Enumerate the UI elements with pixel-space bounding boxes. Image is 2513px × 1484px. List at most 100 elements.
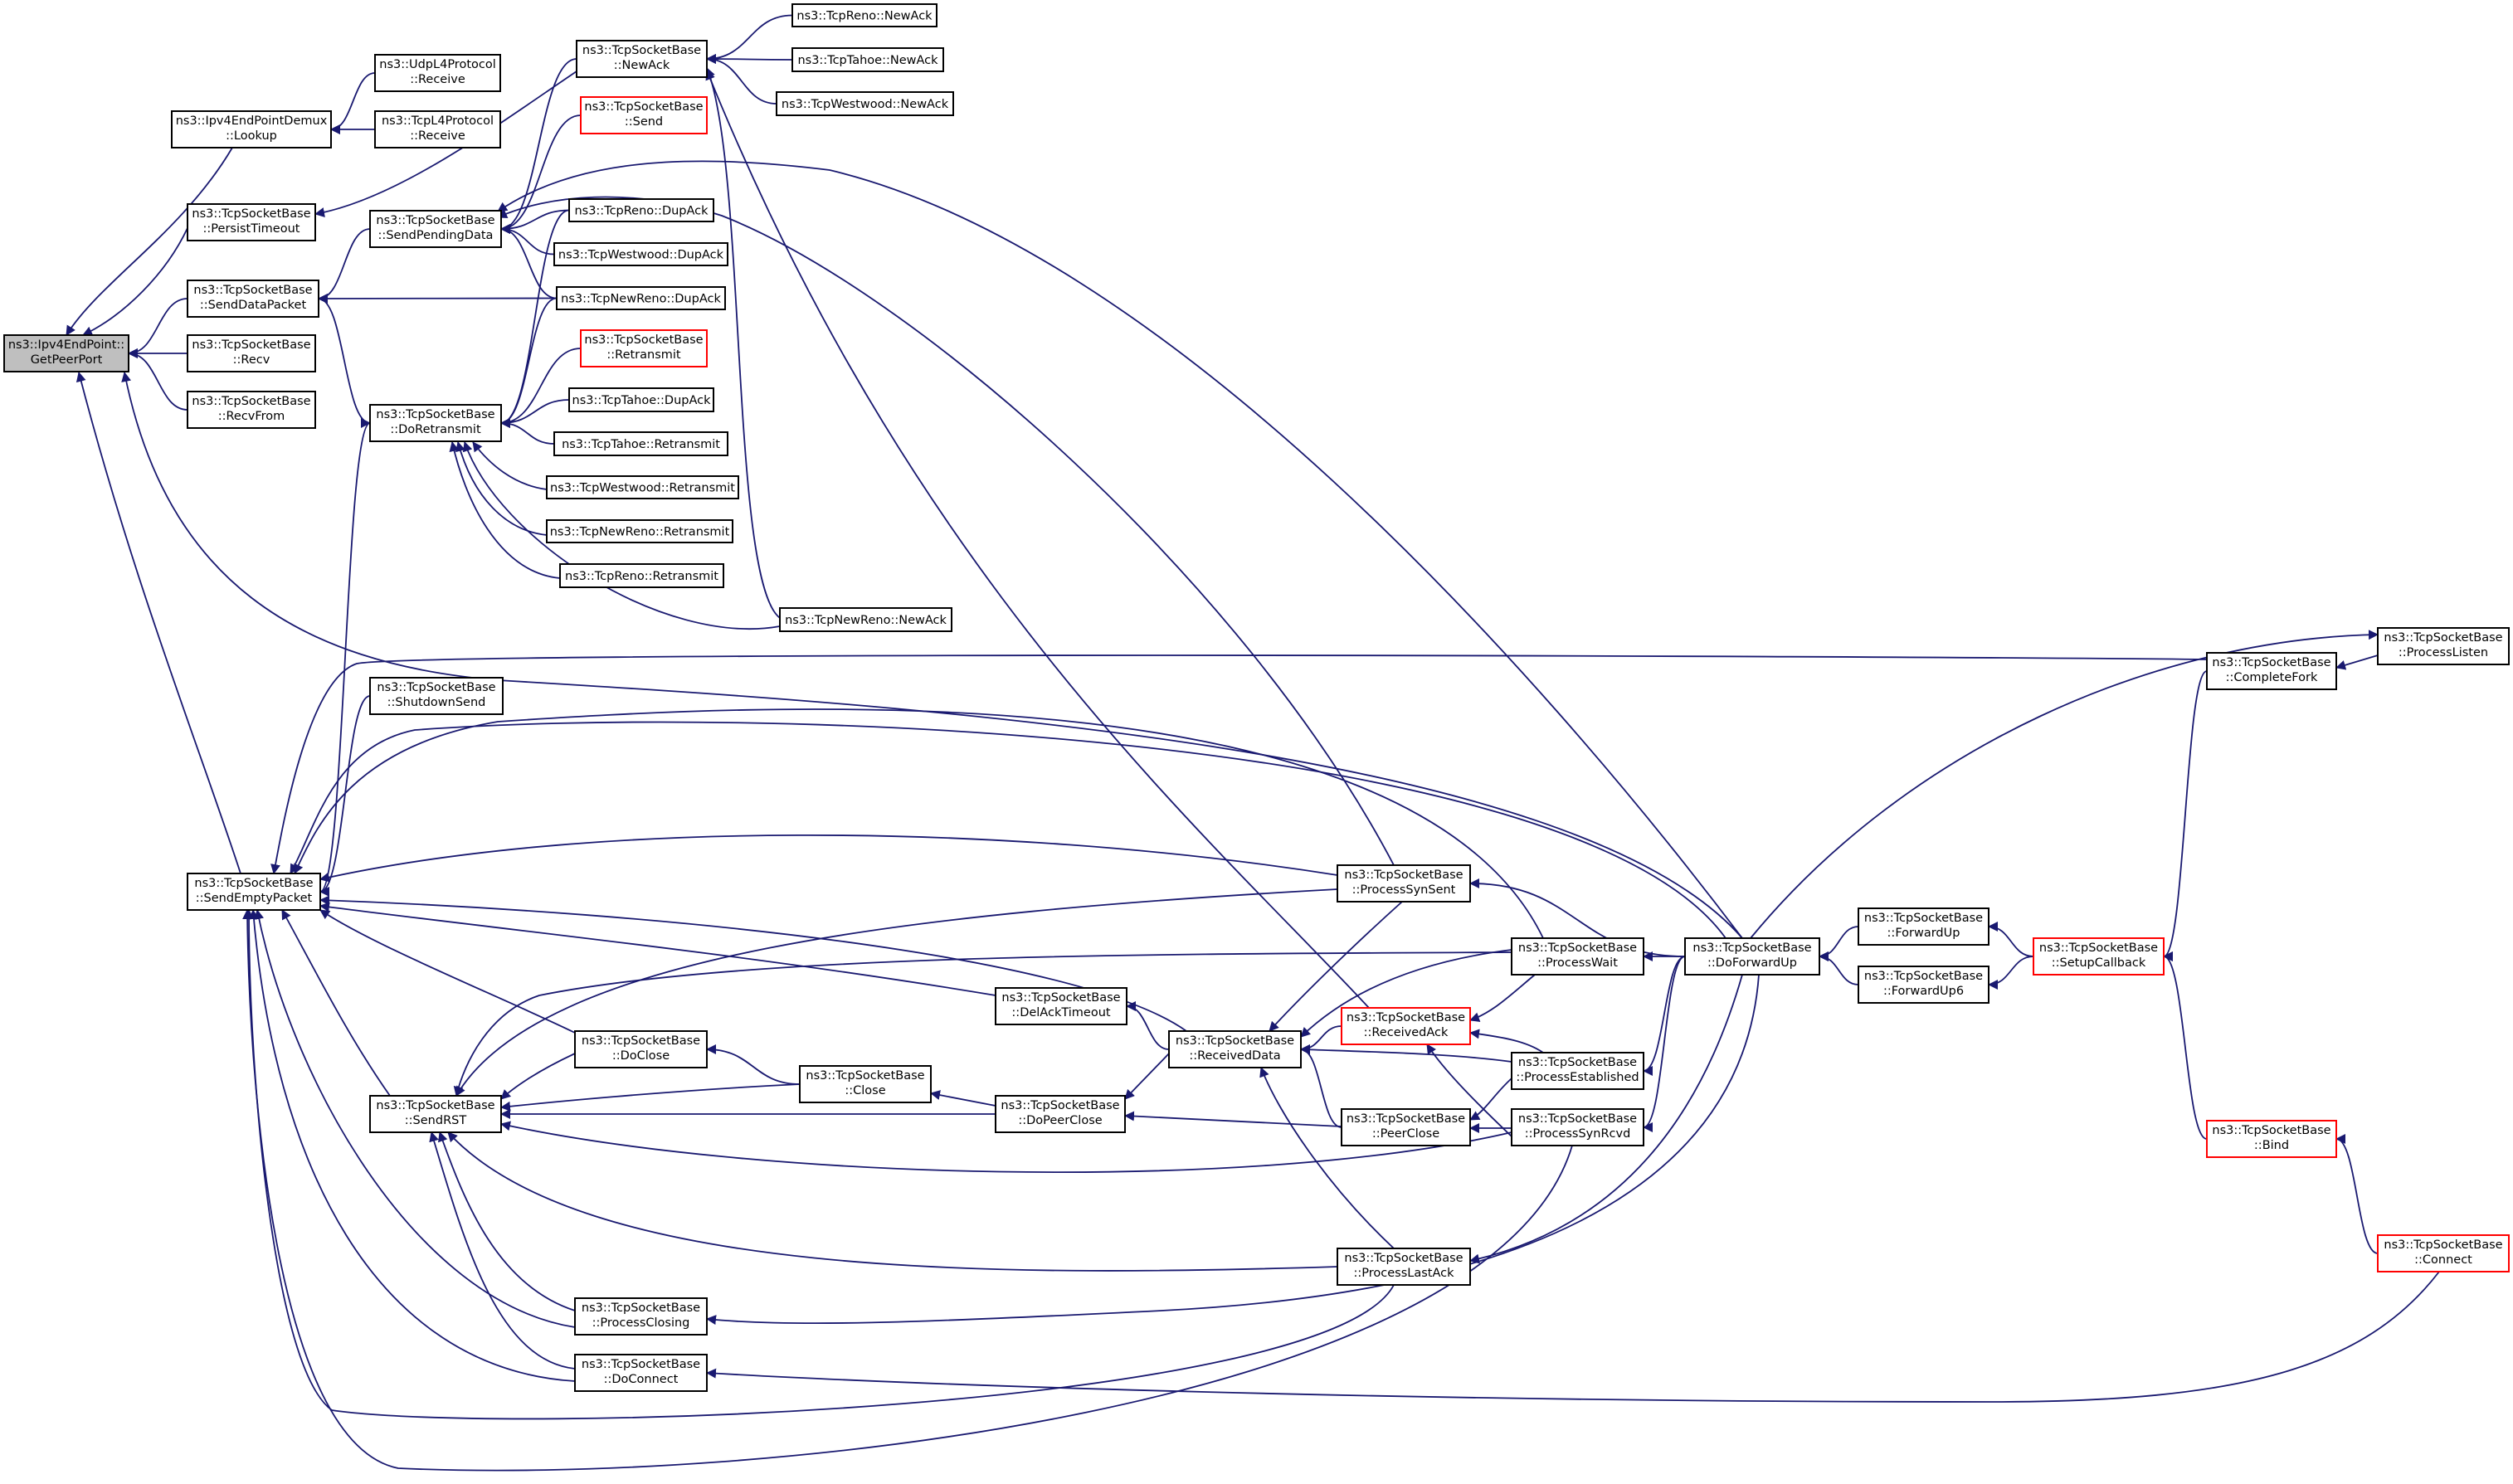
node-forward-up[interactable]: ns3::TcpSocketBase::ForwardUp <box>1858 907 1989 946</box>
node-box <box>3 334 129 372</box>
node-del-ack-timeout[interactable]: ns3::TcpSocketBase::DelAckTimeout <box>995 987 1127 1025</box>
node-box <box>1341 1007 1471 1045</box>
edge-do-connect-to-send-rst <box>429 1131 576 1370</box>
edge-process-syn-sent-to-received-data <box>1269 901 1403 1032</box>
node-westwood-newack[interactable]: ns3::TcpWestwood::NewAck <box>776 91 954 116</box>
node-label: ::DelAckTimeout <box>1011 1006 1110 1019</box>
edge-retransmit-to-do-retransmit <box>500 348 582 428</box>
edge-do-close-to-send-rst <box>500 1053 576 1100</box>
node-recv-from[interactable]: ns3::TcpSocketBase::RecvFrom <box>187 391 316 429</box>
node-do-close[interactable]: ns3::TcpSocketBase::DoClose <box>574 1030 708 1068</box>
node-close[interactable]: ns3::TcpSocketBase::Close <box>799 1065 932 1103</box>
node-peer-close[interactable]: ns3::TcpSocketBase::PeerClose <box>1341 1108 1471 1146</box>
node-label: ::SendPendingData <box>378 229 494 242</box>
node-process-established[interactable]: ns3::TcpSocketBase::ProcessEstablished <box>1511 1052 1644 1090</box>
node-box <box>374 54 501 92</box>
node-tahoe-dupack[interactable]: ns3::TcpTahoe::DupAck <box>568 387 714 412</box>
node-box <box>171 110 332 148</box>
edge-forward-up-to-do-forward-up <box>1819 926 1859 961</box>
node-process-listen[interactable]: ns3::TcpSocketBase::ProcessListen <box>2377 627 2510 665</box>
node-process-last-ack[interactable]: ns3::TcpSocketBase::ProcessLastAck <box>1337 1248 1471 1286</box>
node-label: ns3::TcpSocketBase <box>192 207 310 221</box>
node-box <box>1511 937 1644 976</box>
node-tcp-receive[interactable]: ns3::TcpL4Protocol::Receive <box>374 110 501 148</box>
node-newreno-newack[interactable]: ns3::TcpNewReno::NewAck <box>779 607 952 632</box>
node-label: ::Receive <box>410 129 465 143</box>
edge-process-wait-to-send-empty-packet <box>294 708 1544 939</box>
edge-received-ack-to-new-ack <box>705 70 1370 1009</box>
edge-new-ack-to-send-pending-data <box>500 58 577 234</box>
edge-process-established-to-received-ack <box>1469 1029 1544 1053</box>
node-reno-newack[interactable]: ns3::TcpReno::NewAck <box>791 3 938 27</box>
node-newreno-dupack[interactable]: ns3::TcpNewReno::DupAck <box>556 286 726 310</box>
node-label: ns3::TcpSocketBase <box>2384 1238 2502 1252</box>
node-new-ack[interactable]: ns3::TcpSocketBase::NewAck <box>576 40 708 78</box>
edge-send-rst-to-send-empty-packet <box>281 909 391 1097</box>
node-box <box>559 563 724 588</box>
node-box <box>1341 1108 1471 1146</box>
node-process-syn-rcvd[interactable]: ns3::TcpSocketBase::ProcessSynRcvd <box>1511 1108 1644 1146</box>
node-setup-callback[interactable]: ns3::TcpSocketBase::SetupCallback <box>2033 937 2165 976</box>
node-layer: ns3::Ipv4EndPoint::GetPeerPort ns3::Ipv4E… <box>3 3 2510 1392</box>
edge-connect-to-do-connect <box>706 1271 2440 1403</box>
node-westwood-dupack[interactable]: ns3::TcpWestwood::DupAck <box>553 242 728 266</box>
node-received-data[interactable]: ns3::TcpSocketBase::ReceivedData <box>1168 1030 1302 1068</box>
node-box <box>369 677 504 715</box>
node-bind[interactable]: ns3::TcpSocketBase::Bind <box>2206 1120 2337 1158</box>
node-send-empty-packet[interactable]: ns3::TcpSocketBase::SendEmptyPacket <box>187 873 321 911</box>
node-label: ns3::TcpSocketBase <box>1692 941 1811 955</box>
node-label: ::ReceivedAck <box>1364 1026 1449 1039</box>
node-do-forward-up[interactable]: ns3::TcpSocketBase::DoForwardUp <box>1684 937 1820 976</box>
node-box <box>187 203 316 241</box>
node-process-closing[interactable]: ns3::TcpSocketBase::ProcessClosing <box>574 1297 708 1336</box>
node-complete-fork[interactable]: ns3::TcpSocketBase::CompleteFork <box>2206 652 2337 690</box>
node-box <box>369 1095 502 1133</box>
node-box <box>776 91 954 116</box>
edge-newreno-dupack-to-send-pending-data <box>500 224 558 299</box>
node-shutdown-send[interactable]: ns3::TcpSocketBase::ShutdownSend <box>369 677 504 715</box>
node-send-rst[interactable]: ns3::TcpSocketBase::SendRST <box>369 1095 502 1133</box>
node-demux-lookup[interactable]: ns3::Ipv4EndPointDemux::Lookup <box>171 110 332 148</box>
node-do-peer-close[interactable]: ns3::TcpSocketBase::DoPeerClose <box>995 1095 1126 1133</box>
edge-process-syn-rcvd-to-send-empty-packet <box>242 909 1573 1472</box>
node-persist-timeout[interactable]: ns3::TcpSocketBase::PersistTimeout <box>187 203 316 241</box>
node-reno-retransmit[interactable]: ns3::TcpReno::Retransmit <box>559 563 724 588</box>
node-box <box>374 110 501 148</box>
node-process-wait[interactable]: ns3::TcpSocketBase::ProcessWait <box>1511 937 1644 976</box>
node-box <box>369 404 502 442</box>
node-label: ::ProcessWait <box>1537 956 1618 970</box>
edge-received-ack-to-received-data <box>1300 1025 1342 1054</box>
node-box <box>369 210 502 248</box>
node-reno-dupack[interactable]: ns3::TcpReno::DupAck <box>568 198 714 222</box>
node-retransmit[interactable]: ns3::TcpSocketBase::Retransmit <box>580 329 708 367</box>
node-label: ::SetupCallback <box>2052 956 2146 970</box>
node-westwood-retransmit[interactable]: ns3::TcpWestwood::Retransmit <box>546 475 739 499</box>
node-label: ns3::TcpNewReno::NewAck <box>785 614 947 627</box>
edge-reno-dupack-to-send-pending-data <box>500 209 570 234</box>
node-forward-up6[interactable]: ns3::TcpSocketBase::ForwardUp6 <box>1858 966 1989 1004</box>
node-label: ::PeerClose <box>1372 1127 1439 1141</box>
node-box <box>2206 1120 2337 1158</box>
node-label: ::DoConnect <box>604 1373 679 1386</box>
node-label: ::DoClose <box>612 1049 670 1063</box>
node-process-syn-sent[interactable]: ns3::TcpSocketBase::ProcessSynSent <box>1337 864 1471 903</box>
node-recv[interactable]: ns3::TcpSocketBase::Recv <box>187 334 316 372</box>
node-label: ns3::TcpSocketBase <box>2212 1124 2330 1137</box>
node-send[interactable]: ns3::TcpSocketBase::Send <box>580 96 708 134</box>
node-send-data-packet[interactable]: ns3::TcpSocketBase::SendDataPacket <box>187 280 319 318</box>
node-connect[interactable]: ns3::TcpSocketBase::Connect <box>2377 1234 2510 1272</box>
node-label: ::Send <box>625 115 663 129</box>
node-getpeerport[interactable]: ns3::Ipv4EndPoint::GetPeerPort <box>3 334 129 372</box>
node-box <box>791 3 938 27</box>
node-box <box>574 1030 708 1068</box>
node-tahoe-newack[interactable]: ns3::TcpTahoe::NewAck <box>791 47 944 72</box>
node-received-ack[interactable]: ns3::TcpSocketBase::ReceivedAck <box>1341 1007 1471 1045</box>
node-tahoe-retransmit[interactable]: ns3::TcpTahoe::Retransmit <box>553 431 728 456</box>
node-label: ns3::TcpSocketBase <box>1518 941 1637 955</box>
node-newreno-retransmit[interactable]: ns3::TcpNewReno::Retransmit <box>546 519 733 543</box>
node-do-retransmit[interactable]: ns3::TcpSocketBase::DoRetransmit <box>369 404 502 442</box>
edge-westwood-dupack-to-send-pending-data <box>500 224 555 255</box>
node-send-pending-data[interactable]: ns3::TcpSocketBase::SendPendingData <box>369 210 502 248</box>
node-do-connect[interactable]: ns3::TcpSocketBase::DoConnect <box>574 1354 708 1392</box>
node-udp-receive[interactable]: ns3::UdpL4Protocol::Receive <box>374 54 501 92</box>
